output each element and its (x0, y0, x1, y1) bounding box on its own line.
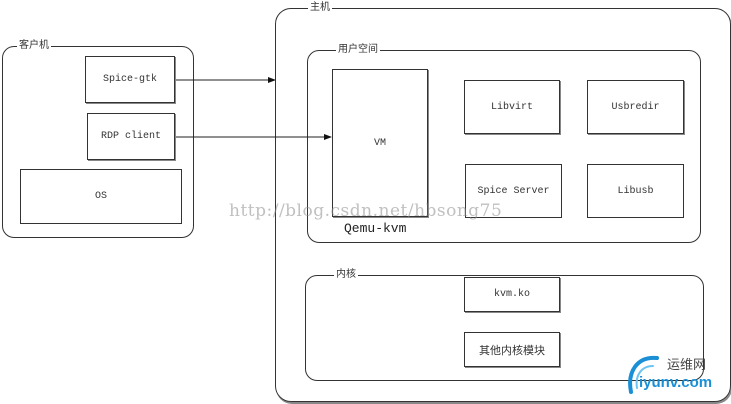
rdp-client-box: RDP client (87, 113, 175, 160)
vm-box: VM (332, 69, 428, 217)
spice-gtk-box: Spice-gtk (85, 56, 175, 103)
userspace-group: 用户空间 (307, 43, 701, 243)
libusb-box: Libusb (587, 164, 684, 218)
kvm-ko-box: kvm.ko (464, 277, 560, 312)
watermark-url: http://blog.csdn.net/hbsong75 (229, 201, 503, 221)
other-kernel-modules-box: 其他内核模块 (464, 332, 560, 367)
libvirt-box: Libvirt (464, 80, 560, 134)
os-box: OS (20, 169, 182, 224)
client-group-label: 客户机 (17, 39, 51, 53)
client-group: 客户机 (2, 39, 194, 238)
host-group-label: 主机 (308, 1, 332, 15)
logo-en-text: iyunv.com (639, 374, 713, 391)
logo-cn-text: 运维网 (667, 358, 707, 373)
qemu-kvm-label: Qemu-kvm (344, 221, 407, 236)
usbredir-box: Usbredir (587, 80, 684, 134)
kernel-group: 内核 (305, 268, 704, 381)
spice-server-box: Spice Server (465, 164, 562, 218)
userspace-group-label: 用户空间 (336, 43, 380, 57)
kernel-group-label: 内核 (334, 268, 358, 282)
logo-swoosh-icon (628, 355, 659, 394)
iyunv-logo: 运维网 iyunv.com (617, 346, 729, 402)
